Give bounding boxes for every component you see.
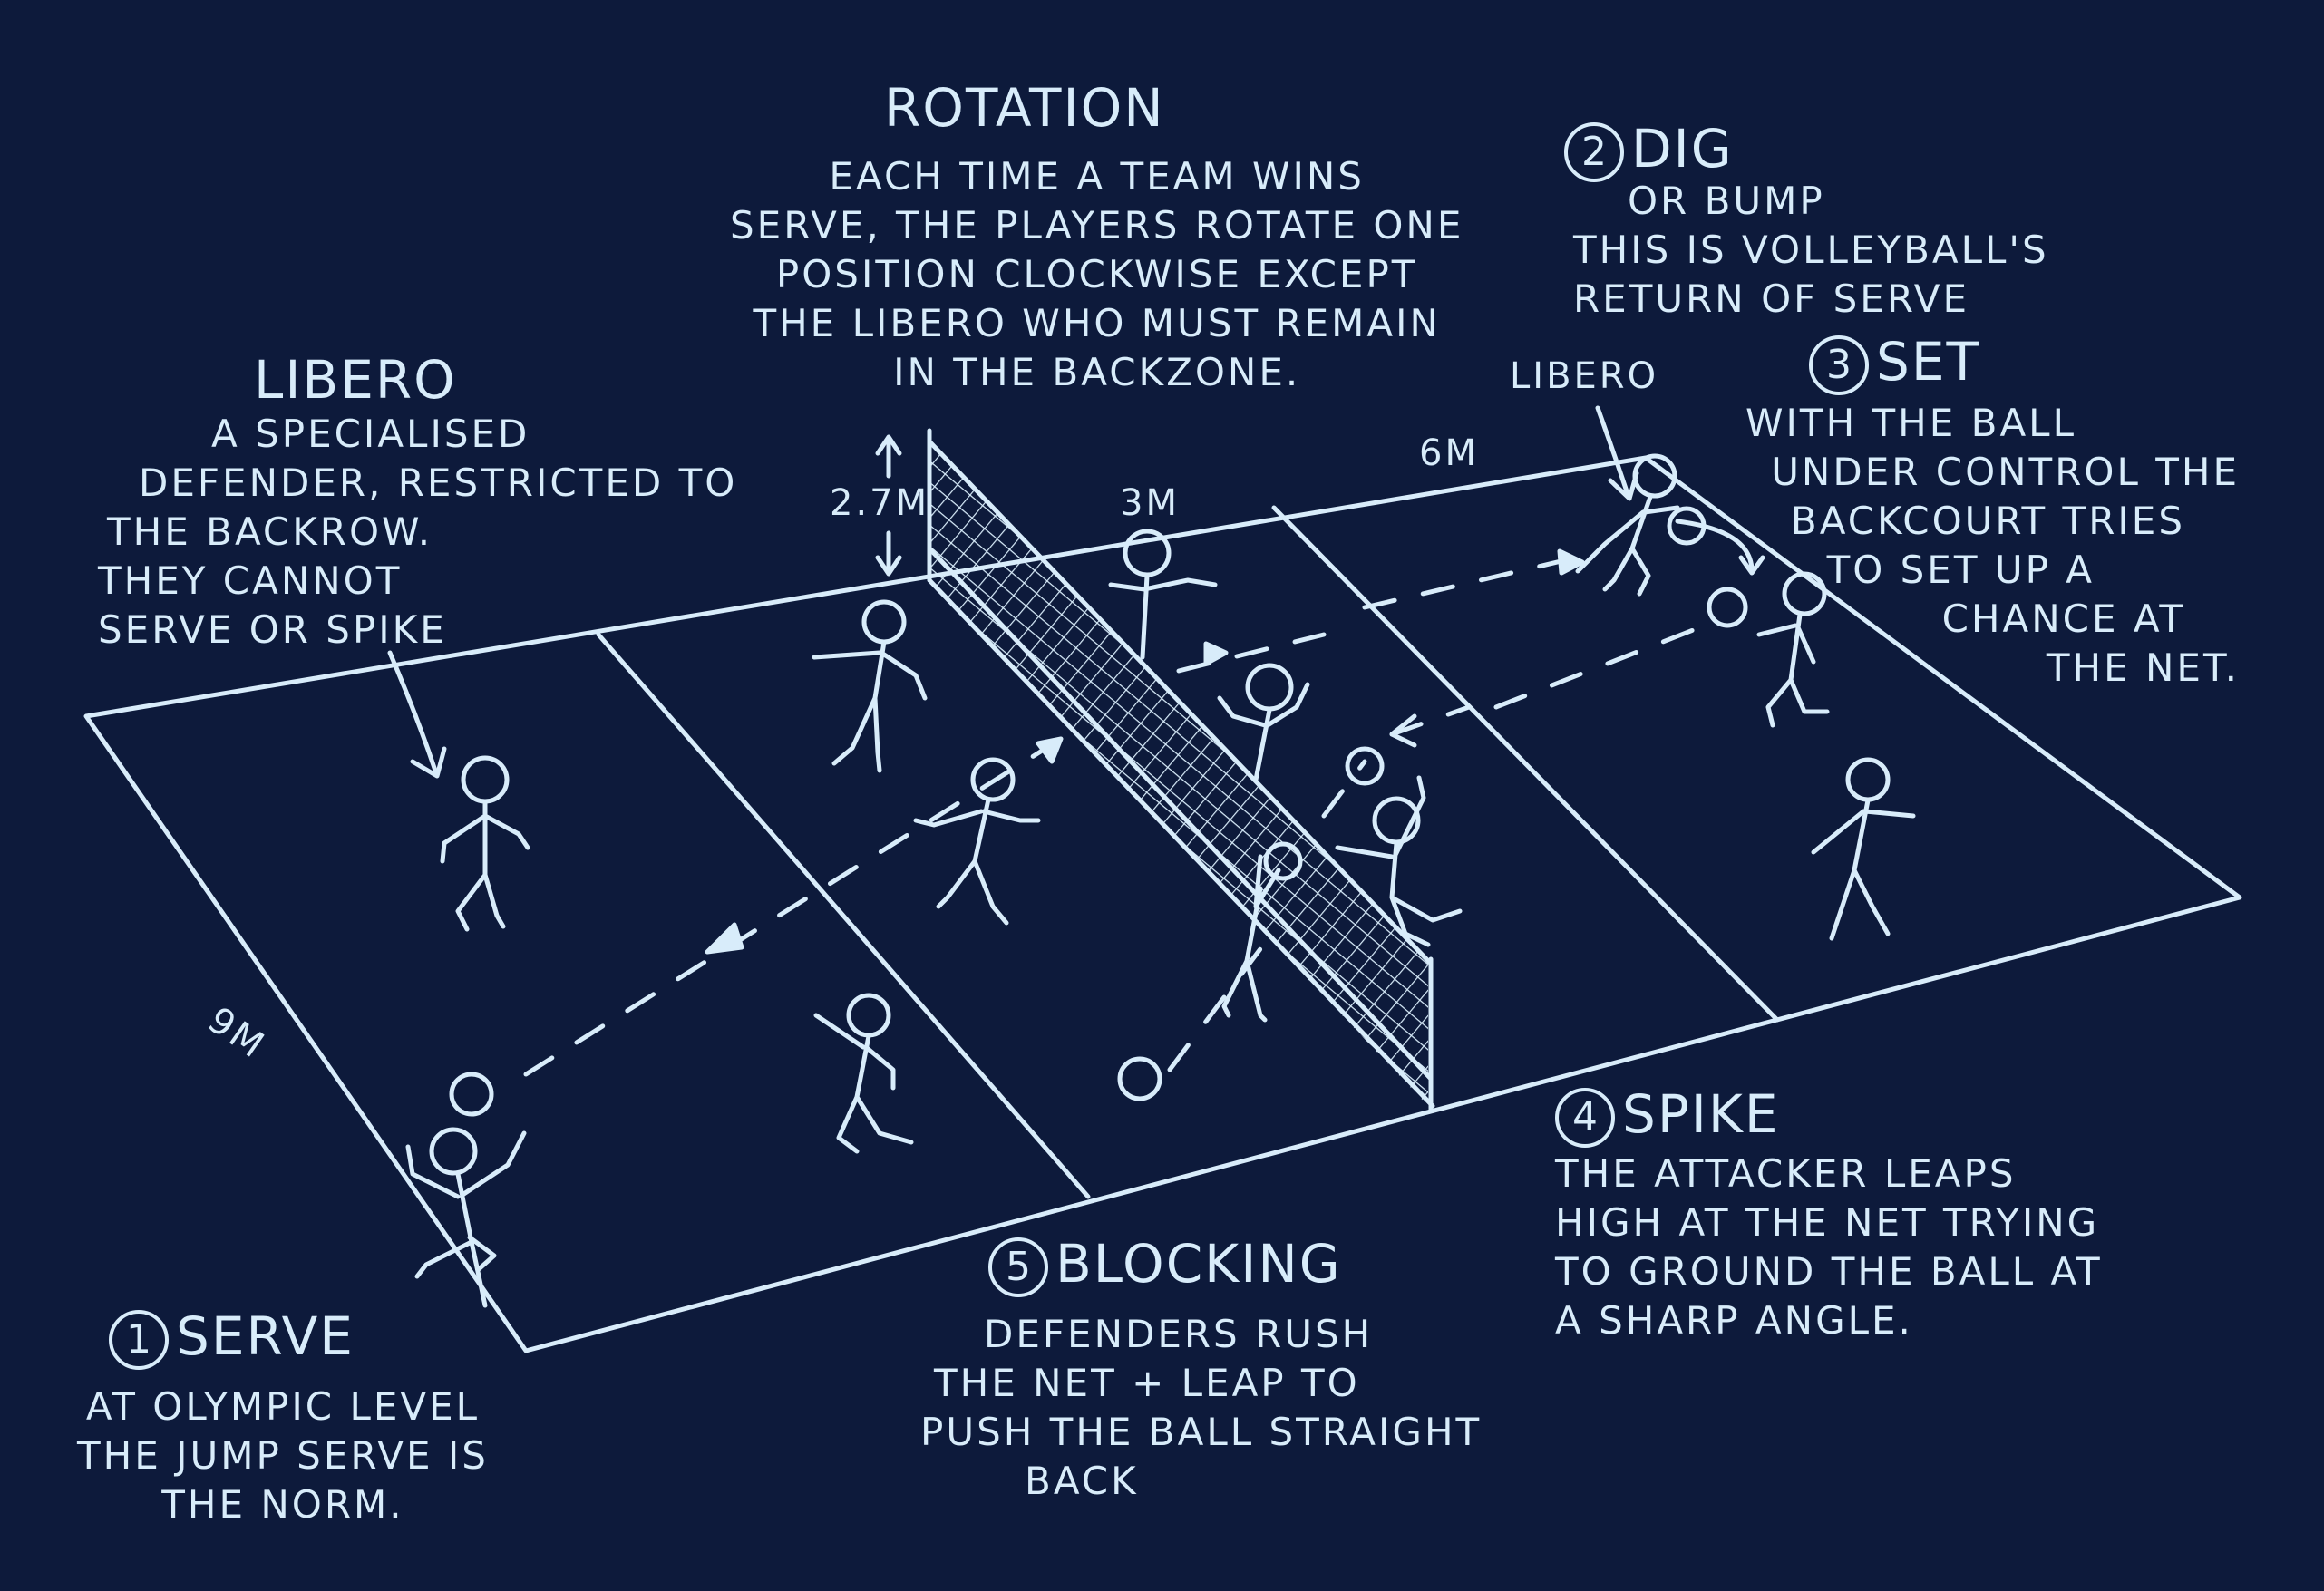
rotation-description: Each time a team wins serve, the players… <box>730 152 1463 397</box>
serve-description: At olympic level the jump serve is the n… <box>77 1382 489 1529</box>
blocking-heading: 5Blocking <box>988 1237 1342 1297</box>
set-number: 3 <box>1809 335 1869 395</box>
player-jumper-top <box>1108 529 1218 660</box>
net <box>927 428 1434 1113</box>
blocking-line-1: Defenders rush <box>984 1312 1374 1356</box>
ball-spike <box>1263 841 1303 881</box>
serve-line-1: At olympic level <box>85 1384 481 1429</box>
court-width-label: 6m <box>1419 432 1479 474</box>
libero-left-line-4: They cannot <box>98 558 403 603</box>
attack-line-left <box>596 632 1091 1199</box>
spike-line-1: The attacker leaps <box>1555 1151 2017 1196</box>
libero-left-description: A specialised defender, restricted to th… <box>98 410 737 655</box>
dig-line-3: return of serve <box>1573 276 1969 321</box>
libero-right-title: Libero <box>1510 355 1659 397</box>
net-height-label: 2.7m <box>830 482 930 524</box>
set-line-5: chance at <box>1941 597 2185 641</box>
spike-description: The attacker leaps high at the net tryin… <box>1555 1150 2103 1345</box>
rotation-line-4: the libero who must remain <box>753 301 1441 345</box>
set-description: With the ball under control the backcour… <box>1745 399 2240 693</box>
serve-heading: 1Serve <box>109 1310 355 1370</box>
libero-left-line-3: the backrow. <box>107 509 433 554</box>
balls <box>449 506 1748 1117</box>
spike-number: 4 <box>1555 1088 1615 1148</box>
net-bottom-tape <box>927 546 1434 1082</box>
dig-heading: 2Dig <box>1564 122 1734 182</box>
players <box>405 453 1916 1308</box>
player-back-mid <box>813 993 914 1154</box>
spike-line-4: a sharp angle. <box>1555 1298 1913 1343</box>
blocking-number: 5 <box>988 1237 1048 1297</box>
ball-trajectory <box>523 519 1765 1077</box>
libero-left-line-2: defender, restricted to <box>139 461 738 505</box>
dig-number: 2 <box>1564 122 1624 182</box>
net-top-tape <box>927 439 1434 966</box>
ball-block <box>1117 1056 1162 1101</box>
set-line-1: With the ball <box>1745 401 2076 445</box>
dig-line-2: This is volleyball's <box>1573 228 2049 272</box>
player-front-top <box>812 599 928 773</box>
serve-title: Serve <box>176 1305 355 1368</box>
libero-arrow-left <box>387 650 447 779</box>
net-mesh <box>929 441 1428 1106</box>
player-libero-back <box>440 755 530 932</box>
rotation-line-2: serve, the players rotate one <box>730 203 1464 247</box>
zone-length-label: 3m <box>1120 482 1180 524</box>
dig-title: Dig <box>1631 118 1734 180</box>
libero-arrow-right <box>1595 405 1639 501</box>
dig-line-1: or bump <box>1628 179 1825 223</box>
blocking-description: Defenders rush the net + leap to push th… <box>920 1310 1482 1506</box>
player-front-mid <box>913 757 1041 926</box>
rotation-line-1: Each time a team wins <box>829 154 1365 199</box>
blocking-line-4: back <box>1025 1459 1139 1503</box>
set-line-4: to set up a <box>1826 548 2095 592</box>
player-setter <box>1756 571 1830 728</box>
rotation-line-5: in the backzone. <box>893 350 1301 394</box>
dig-description: or bump This is volleyball's return of s… <box>1573 177 2049 324</box>
set-heading: 3Set <box>1809 335 1980 395</box>
rotation-line-3: position clockwise except <box>775 252 1418 296</box>
rotation-title: Rotation <box>884 77 1165 139</box>
ball-dig <box>1667 506 1707 546</box>
serve-line-3: the norm. <box>161 1482 404 1527</box>
libero-left-line-5: serve or spike <box>98 607 447 652</box>
serve-line-2: the jump serve is <box>77 1433 489 1478</box>
spike-heading: 4Spike <box>1555 1088 1780 1148</box>
net-height-arrow <box>875 434 902 577</box>
player-server <box>405 1127 527 1308</box>
ball-set <box>1345 746 1385 786</box>
player-back-right <box>1811 757 1916 941</box>
serve-number: 1 <box>109 1310 169 1370</box>
attack-line-right <box>1271 505 1780 1023</box>
ball-libero <box>1707 587 1748 628</box>
player-spiker <box>1217 663 1310 782</box>
ball-serve <box>449 1072 494 1117</box>
set-line-3: backcourt tries <box>1790 499 2185 543</box>
spike-line-3: to ground the ball at <box>1555 1249 2103 1294</box>
libero-left-line-1: A specialised <box>211 412 530 456</box>
player-blocker <box>1221 854 1281 1023</box>
spike-line-2: high at the net trying <box>1555 1200 2100 1245</box>
blocking-line-3: push the ball straight <box>920 1410 1483 1454</box>
set-line-6: the net. <box>2046 645 2240 690</box>
set-title: Set <box>1876 331 1980 393</box>
spike-title: Spike <box>1622 1083 1780 1146</box>
set-line-2: under control the <box>1771 450 2240 494</box>
libero-left-title: Libero <box>254 349 457 411</box>
blocking-title: Blocking <box>1055 1233 1342 1295</box>
player-libero-dig <box>1575 453 1680 597</box>
blocking-line-2: the net + leap to <box>934 1361 1360 1405</box>
player-attacker <box>1335 775 1463 947</box>
